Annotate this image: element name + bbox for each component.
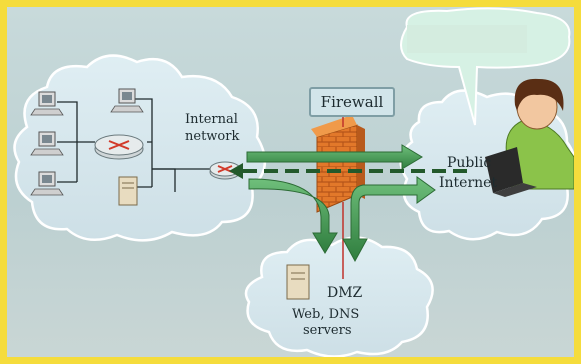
- server-icon: [118, 176, 138, 206]
- arrow-to-internet: [246, 144, 423, 170]
- dmz-label: DMZ: [327, 285, 363, 301]
- dmz-server-icon: [286, 264, 310, 300]
- diagram-page: Firewall Internal network Public Interne…: [7, 7, 574, 357]
- hub-icon: [94, 134, 144, 160]
- internal-network-label-line2: network: [185, 129, 240, 144]
- internal-network-label-line1: Internal: [185, 112, 238, 127]
- firewall-label: Firewall: [320, 93, 384, 111]
- public-internet-label-line2: Internet: [439, 175, 498, 191]
- firewall-label-box: Firewall: [309, 87, 395, 117]
- user-with-laptop-icon: [485, 78, 574, 197]
- servers-label-line2: servers: [303, 323, 352, 338]
- arrow-internet-inbound: [342, 176, 436, 263]
- servers-label-line1: Web, DNS: [292, 307, 360, 322]
- computer-icon: [30, 91, 64, 116]
- firewall-wall: [311, 115, 365, 213]
- traffic-arrows: [229, 144, 467, 263]
- computer-icon: [30, 131, 64, 156]
- computer-icon: [30, 171, 64, 196]
- computer-icon: [110, 88, 144, 113]
- arrow-internal-to-dmz: [248, 178, 338, 254]
- speech-bubble-label: [407, 25, 527, 53]
- public-internet-label-line1: Public: [447, 155, 492, 171]
- internal-wiring: [57, 98, 212, 192]
